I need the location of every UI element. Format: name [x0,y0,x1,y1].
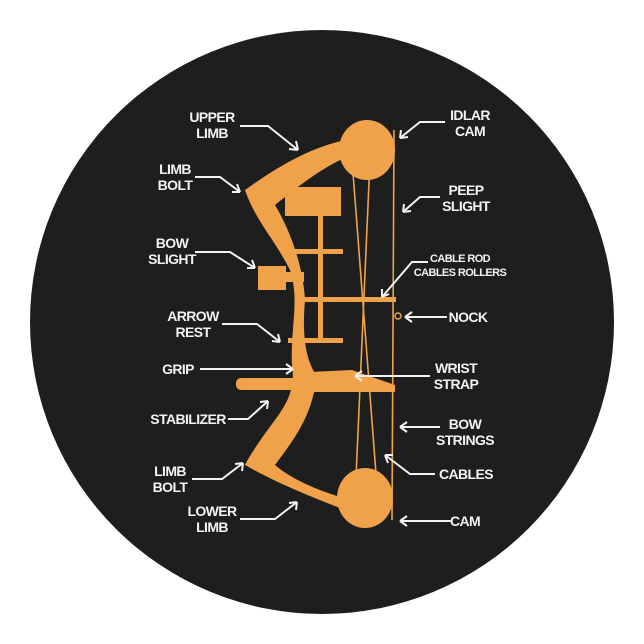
sight-housing [285,187,341,216]
label-stabilizer: STABILIZER [150,411,226,427]
nock-shape [394,312,402,320]
sight-bar [318,215,323,340]
bow-illustration [236,120,402,528]
label-nock: NOCK [449,309,488,325]
wrist-strap-shape [310,370,395,392]
cam-shape [337,468,393,528]
sight-crossbar [288,249,343,254]
label-grip: GRIP [162,361,194,377]
cable-line [351,159,379,501]
cable-rod [300,297,396,302]
bow-sight-mount [284,272,304,282]
label-cam: CAM [450,513,480,529]
bow-sight-block [258,266,286,290]
riser-and-limbs [245,140,352,510]
sight-crossbar [288,338,343,343]
cable-line [354,159,371,501]
arrows [192,121,452,527]
label-cables: CABLES [439,466,493,482]
stabilizer-rod [236,378,306,390]
